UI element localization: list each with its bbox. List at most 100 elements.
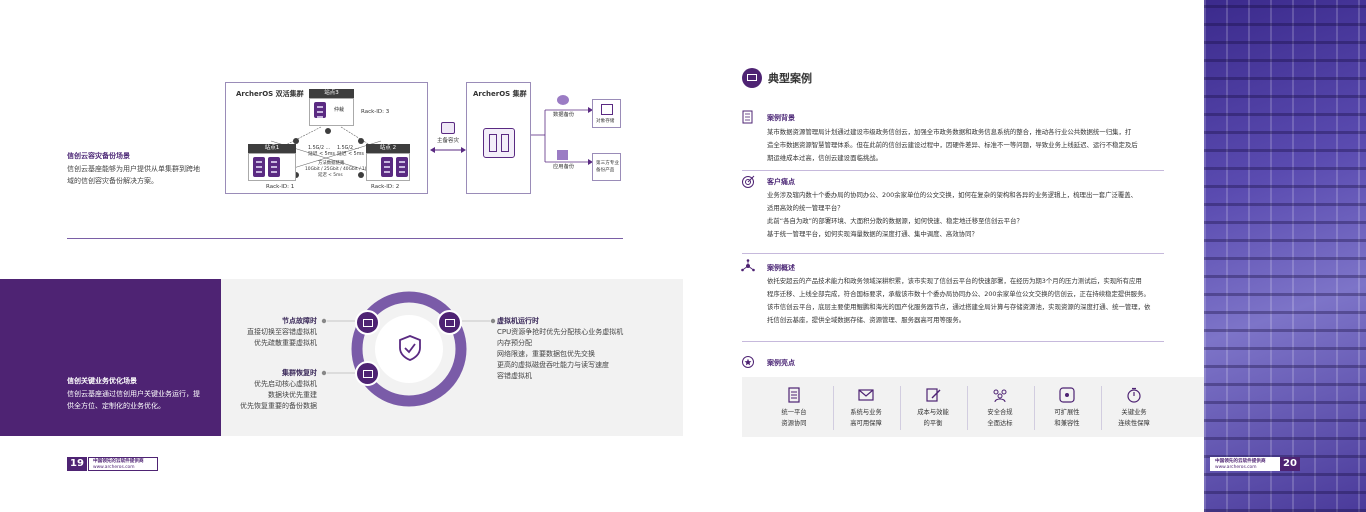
site2-label: 站点 2: [366, 144, 410, 153]
highlights-heading: 案例亮点: [767, 359, 795, 367]
site1-label: 站点1: [248, 144, 296, 153]
highlight-divider-5: [1101, 386, 1102, 430]
right-divider-2: [742, 253, 1164, 254]
background-para-3: 期运维成本过高，信创云建设面临挑战。: [767, 154, 883, 162]
target-icon: [742, 175, 755, 188]
pain-points-para-3: 此前“各自为政”的部署环境、大面积分散的数据源，如何快速、稳定地迁移至信创云平台…: [767, 217, 1023, 225]
highlight-3-line-2: 的平衡: [923, 420, 943, 427]
edit-document-icon: [926, 388, 941, 402]
left-divider: [67, 238, 623, 239]
node-fault-line-2: 优先疏散重要虚拟机: [254, 339, 317, 347]
rack2-label: Rack-ID: 2: [371, 184, 400, 190]
object-storage-box: 对象存储: [592, 99, 621, 128]
right-footer-line-2: www.archeros.com: [1215, 465, 1257, 470]
node-fault-line-1: 直接切换至容错虚拟机: [247, 328, 317, 336]
node-fault-ring-icon: [355, 310, 380, 335]
cluster-recovery-title: 集群恢复时: [282, 369, 317, 377]
vm-running-line-3: 网络限速，重要数据包优先交换: [497, 350, 595, 358]
highlights-band: [742, 377, 1206, 437]
node-fault-title: 节点故障时: [282, 317, 317, 325]
vm-running-title: 虚拟机运行时: [497, 317, 539, 325]
cluster-recovery-line-2: 数据块优先重建: [268, 391, 317, 399]
link-right-2: 延迟 < 5ms: [337, 152, 364, 157]
shield-check-icon: [399, 335, 421, 361]
business-scenario-title: 信创关键业务优化场景: [67, 377, 137, 385]
right-footer-line-1: 中国领先的云软件提供商: [1215, 459, 1266, 464]
pain-points-para-1: 业务涉及辖内数十个委办局的协同办公、200余家单位的公文交换，如何在复杂的架构和…: [767, 191, 1138, 199]
highlight-item-5: 可扩展性 和兼容性: [1034, 381, 1100, 437]
highlight-item-2: 系统与业务 高可用保障: [833, 381, 899, 437]
link-right-1: 1.5G/2 ...: [337, 146, 360, 151]
highlight-item-3: 成本与效能 的平衡: [900, 381, 966, 437]
document-stack-icon: [788, 387, 800, 403]
dual-cluster-title: ArcherOS 双活集群: [236, 90, 304, 98]
backup-scenario-desc-2: 域的信创容灾备份解决方案。: [67, 177, 158, 185]
highlight-4-line-1: 安全合规: [987, 409, 1013, 416]
third-party-label-1: 第三方专业: [596, 161, 619, 166]
archeros-cluster-box: ArcherOS 集群: [466, 82, 531, 194]
object-storage-icon: [601, 104, 613, 115]
highlight-divider-2: [900, 386, 901, 430]
arbiter-server-icon: [314, 102, 326, 118]
highlight-5-line-1: 可扩展性: [1054, 409, 1080, 416]
data-backup-label: 数据备份: [553, 112, 575, 118]
overview-para-1: 依托安超云的产品技术能力和政务领域深耕积累，该市实现了信创云平台的快速部署，在经…: [767, 277, 1142, 285]
site1-box: [248, 153, 296, 181]
right-divider-1: [742, 170, 1164, 171]
pain-points-para-2: 适用高效的统一管理平台？: [767, 204, 844, 212]
backup-scenario-desc-1: 信创云基座能够为用户提供从单集群到跨地: [67, 165, 200, 173]
site1-server-icon-a: [253, 157, 265, 177]
site2-box: [366, 153, 410, 181]
network-nodes-icon: [1059, 387, 1075, 403]
vm-running-block: 虚拟机运行时 CPU资源争抢时优先分配核心业务虚拟机 内存预分配 网络限速，重要…: [497, 316, 647, 382]
overview-para-3: 该市信创云平台，底层主要使用鲲鹏和海光的国产化服务器节点，通过搭建全局计算与存储…: [767, 303, 1151, 311]
group-icon: [993, 389, 1007, 403]
right-divider-3: [742, 341, 1164, 342]
highlight-2-line-1: 系统与业务: [850, 409, 882, 416]
right-page-number: 20: [1280, 457, 1300, 471]
background-para-1: 某市数据资源管理局计划通过建设市级政务信创云，加强全市政务数据和政务信息系统的整…: [767, 128, 1132, 136]
site2-server-icon-a: [381, 157, 393, 177]
center-label-2: 10Gbit / 25Gbit / 40Gbit / 100Gbit: [305, 167, 380, 172]
cluster-recovery-block: 集群恢复时 优先启动核心虚拟机 数据块优先重建 优先恢复重要的备份数据: [220, 368, 317, 412]
overview-para-2: 程序迁移、上线全部完成，符合国标要求，承载该市数十个委办局协同办公、200余家单…: [767, 290, 1150, 298]
vm-running-line-4: 更高的虚拟磁盘吞吐能力与读写速度: [497, 361, 609, 369]
link-left-2: 延迟 < 5ms: [308, 152, 335, 157]
highlight-divider-4: [1034, 386, 1035, 430]
third-party-label-2: 备份产品: [596, 168, 615, 173]
highlight-divider-3: [967, 386, 968, 430]
network-icon: [741, 259, 755, 272]
business-purple-panel: [0, 279, 221, 436]
site3-box: 仲裁: [309, 98, 354, 126]
background-para-2: 造全市数据资源智慧管理体系。但在此前的信创云建设过程中，因硬件差异、标准不一等问…: [767, 141, 1138, 149]
site2-server-icon-b: [396, 157, 408, 177]
rack3-label: Rack-ID: 3: [361, 109, 390, 115]
bidirectional-arrow-icon: [430, 147, 466, 153]
server-rack-photo: [1204, 0, 1366, 512]
link-left-1: 1.5G/2 ...: [308, 146, 331, 151]
arbiter-label: 仲裁: [334, 107, 345, 113]
backup-branch-lines: [531, 107, 593, 165]
highlight-1-line-1: 统一平台: [781, 409, 807, 416]
left-page: 信创云容灾备份场景 信创云基座能够为用户提供从单集群到跨地 域的信创容灾备份解决…: [0, 82, 683, 471]
right-page: 典型案例 案例背景 某市数据资源管理局计划通过建设市级政务信创云，加强全市政务数…: [683, 0, 1366, 512]
center-label-3: 延迟 < 5ms: [318, 173, 343, 178]
highlight-1-line-2: 资源协同: [781, 420, 807, 427]
node-fault-block: 节点故障时 直接切换至容错虚拟机 优先疏散重要虚拟机: [220, 316, 317, 349]
business-scenario-desc-2: 供全方位、定制化的业务优化。: [67, 402, 165, 410]
overview-heading: 案例概述: [767, 264, 795, 272]
vm-running-line-5: 容错虚拟机: [497, 372, 532, 380]
stopwatch-icon: [1127, 387, 1141, 403]
case-title: 典型案例: [768, 72, 812, 85]
vm-running-ring-icon: [437, 310, 462, 335]
cluster-recovery-line-3: 优先恢复重要的备份数据: [240, 402, 317, 410]
cluster-recovery-line-1: 优先启动核心虚拟机: [254, 380, 317, 388]
data-backup-icon: [557, 95, 569, 105]
highlight-2-line-2: 高可用保障: [850, 420, 882, 427]
vm-running-line-1: CPU资源争抢时优先分配核心业务虚拟机: [497, 328, 624, 336]
rack1-label: Rack-ID: 1: [266, 184, 295, 190]
left-footer-box: 中国领先的云软件提供商 www.archeros.com: [88, 457, 158, 471]
highlight-6-line-2: 连续性保障: [1118, 420, 1150, 427]
highlight-item-6: 关键业务 连续性保障: [1101, 381, 1167, 437]
center-label-1: 方法数据链路: [318, 161, 345, 166]
